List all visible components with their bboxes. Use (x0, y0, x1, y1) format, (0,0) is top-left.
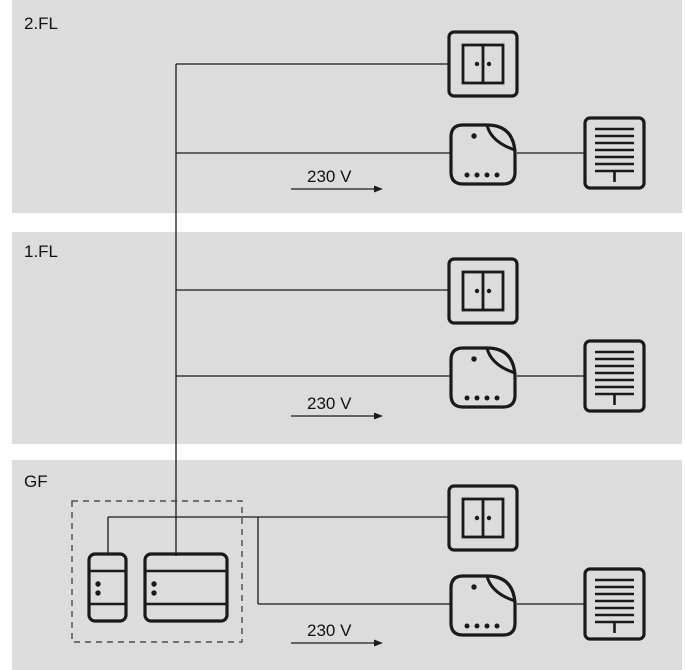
blind-shutter-icon (583, 567, 646, 641)
floor-label-2fl: 2.FL (24, 14, 58, 33)
blind-shutter-icon (583, 116, 646, 190)
wall-switch-icon (447, 30, 519, 98)
floor-label-1fl: 1.FL (24, 242, 58, 261)
wall-switch-icon (447, 257, 519, 325)
wall-switch-icon (447, 484, 519, 552)
voltage-label-2fl: 230 V (307, 167, 352, 186)
flush-mount-actuator-icon (449, 346, 517, 409)
flush-mount-actuator-icon (449, 574, 517, 637)
voltage-label-1fl: 230 V (307, 394, 352, 413)
arrow-right-icon (291, 412, 383, 420)
floor-band-gf (12, 460, 682, 670)
floor-band-2fl (12, 0, 682, 213)
floor-band-1fl (12, 232, 682, 444)
distribution-box-outline (71, 500, 243, 643)
floor-label-gf: GF (24, 472, 48, 491)
arrow-right-icon (291, 185, 383, 193)
flush-mount-actuator-icon (449, 123, 517, 186)
din-rail-large-module-icon (143, 552, 229, 623)
voltage-label-gf: 230 V (307, 621, 352, 640)
din-rail-small-module-icon (87, 552, 128, 623)
blind-shutter-icon (583, 339, 646, 413)
arrow-right-icon (291, 639, 383, 647)
